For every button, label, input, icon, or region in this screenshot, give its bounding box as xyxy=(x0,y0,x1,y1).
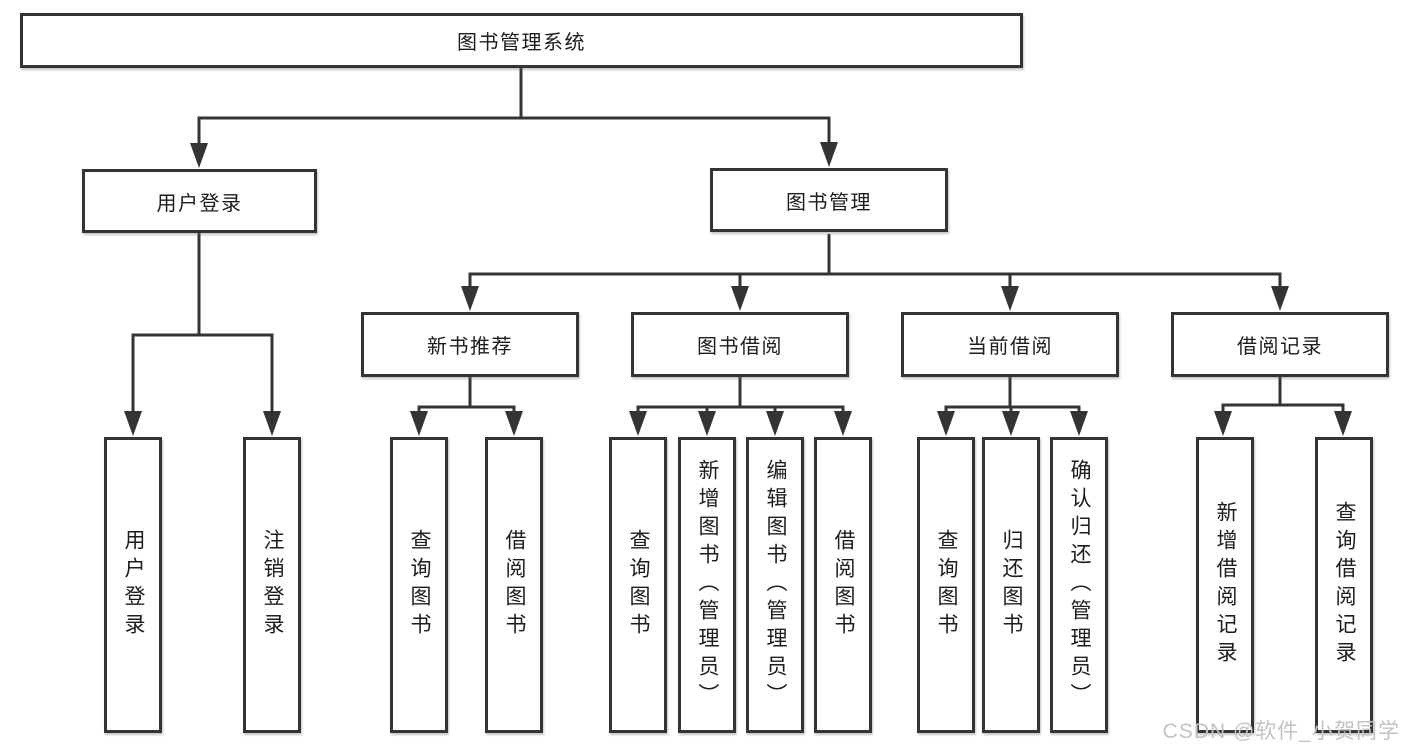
leaf-newbook-borrow-books-label: 借阅图书 xyxy=(503,529,526,641)
leaf-borrow-edit-books-admin: 编辑图书（管理员） xyxy=(746,437,804,733)
node-new-book-recommend: 新书推荐 xyxy=(361,312,579,377)
node-current-borrow: 当前借阅 xyxy=(901,312,1119,377)
leaf-user-login: 用户登录 xyxy=(104,437,162,733)
leaf-current-confirm-return-admin-label: 确认归还（管理员） xyxy=(1068,459,1091,711)
leaf-newbook-query-books: 查询图书 xyxy=(390,437,448,733)
node-library-management-system: 图书管理系统 xyxy=(20,13,1023,68)
leaf-newbook-query-books-label: 查询图书 xyxy=(408,529,431,641)
leaf-logout-login: 注销登录 xyxy=(243,437,301,733)
leaf-current-query-books: 查询图书 xyxy=(917,437,975,733)
node-borrow-records: 借阅记录 xyxy=(1171,312,1389,377)
leaf-current-return-books: 归还图书 xyxy=(982,437,1040,733)
leaf-user-login-label: 用户登录 xyxy=(122,529,145,641)
leaf-borrow-query-books: 查询图书 xyxy=(609,437,667,733)
leaf-current-return-books-label: 归还图书 xyxy=(1000,529,1023,641)
leaf-borrow-query-books-label: 查询图书 xyxy=(627,529,650,641)
leaf-current-confirm-return-admin: 确认归还（管理员） xyxy=(1050,437,1108,733)
leaf-borrow-borrow-books-label: 借阅图书 xyxy=(832,529,855,641)
leaf-current-query-books-label: 查询图书 xyxy=(935,529,958,641)
leaf-newbook-borrow-books: 借阅图书 xyxy=(485,437,543,733)
leaf-records-query-record-label: 查询借阅记录 xyxy=(1333,501,1356,669)
leaf-records-add-record-label: 新增借阅记录 xyxy=(1214,501,1237,669)
node-book-management: 图书管理 xyxy=(710,168,948,232)
leaf-borrow-add-books-admin: 新增图书（管理员） xyxy=(678,437,736,733)
node-book-borrow: 图书借阅 xyxy=(631,312,849,377)
leaf-records-query-record: 查询借阅记录 xyxy=(1315,437,1373,733)
leaf-borrow-borrow-books: 借阅图书 xyxy=(814,437,872,733)
node-user-login: 用户登录 xyxy=(82,169,317,233)
leaf-records-add-record: 新增借阅记录 xyxy=(1196,437,1254,733)
leaf-logout-login-label: 注销登录 xyxy=(261,529,284,641)
leaf-borrow-add-books-admin-label: 新增图书（管理员） xyxy=(696,459,719,711)
csdn-watermark: CSDN @软件_小贺同学 xyxy=(1162,720,1400,743)
leaf-borrow-edit-books-admin-label: 编辑图书（管理员） xyxy=(764,459,787,711)
